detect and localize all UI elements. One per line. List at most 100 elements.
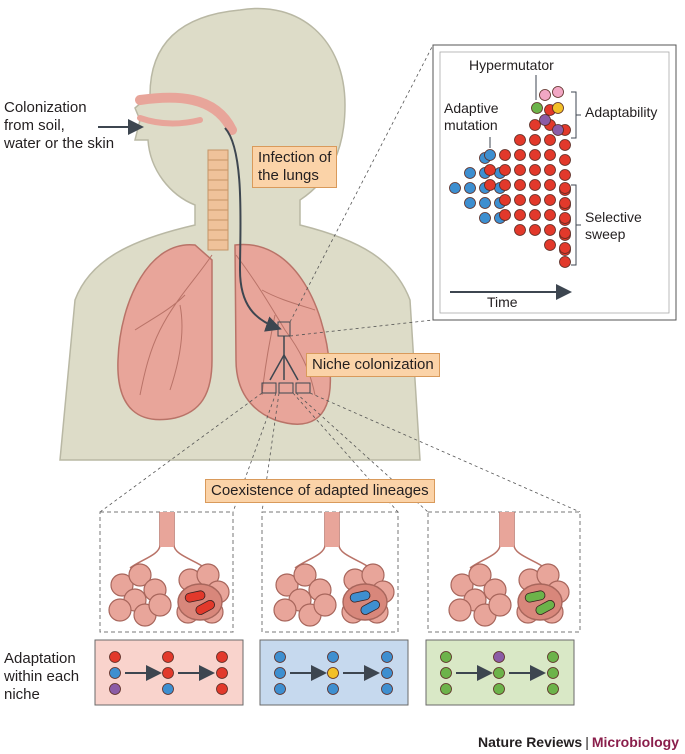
red-cell bbox=[559, 256, 571, 268]
time-label: Time bbox=[487, 294, 518, 310]
red-cell bbox=[529, 164, 541, 176]
alveolus bbox=[448, 598, 472, 622]
red-cell bbox=[559, 197, 571, 209]
red-cell bbox=[544, 224, 556, 236]
red-bacterium bbox=[195, 599, 215, 615]
blue-panel-cell bbox=[327, 651, 339, 663]
green-panel-cell bbox=[547, 683, 559, 695]
green-panel-cell bbox=[547, 651, 559, 663]
red-cell bbox=[514, 209, 526, 221]
infection-label: Infection of the lungs bbox=[252, 146, 338, 188]
alveolus bbox=[313, 593, 337, 617]
blue-bacterium bbox=[360, 599, 380, 615]
trachea bbox=[207, 149, 229, 251]
red-cell bbox=[559, 212, 571, 224]
blue-panel-cell bbox=[274, 683, 286, 695]
variant-cell bbox=[539, 114, 551, 126]
alveolus bbox=[450, 573, 474, 597]
alveolus bbox=[293, 563, 317, 587]
journal-section: Microbiology bbox=[591, 734, 679, 750]
red-cell bbox=[544, 194, 556, 206]
red-cell bbox=[514, 149, 526, 161]
red-cell bbox=[499, 209, 511, 221]
red-cell bbox=[544, 164, 556, 176]
blue-cell bbox=[464, 182, 476, 194]
niche-marker-2 bbox=[278, 382, 294, 394]
blue-panel-cell bbox=[274, 667, 286, 679]
journal-name: Nature Reviews bbox=[477, 734, 583, 750]
bronchiole-lumen bbox=[325, 512, 339, 547]
hypermutator-label: Hypermutator bbox=[469, 57, 554, 73]
red-cell bbox=[499, 179, 511, 191]
blue-panel-cell bbox=[381, 667, 393, 679]
inset-projection-lines bbox=[289, 44, 434, 337]
blue-bacterium bbox=[349, 590, 371, 603]
adaptability-label: Adaptability bbox=[585, 104, 658, 120]
green-panel-cell bbox=[440, 651, 452, 663]
blue-panel-cell bbox=[274, 651, 286, 663]
red-cell bbox=[544, 149, 556, 161]
selective-sweep-label: Selective sweep bbox=[585, 209, 642, 242]
adaptation-niche-label: Adaptation within each niche bbox=[4, 650, 80, 703]
blue-cell bbox=[464, 197, 476, 209]
infection-path-arrow bbox=[224, 127, 282, 332]
red-cell bbox=[559, 182, 571, 194]
blue-panel-cell bbox=[381, 651, 393, 663]
niche-colonization-label: Niche colonization bbox=[306, 353, 440, 377]
red-cell bbox=[544, 179, 556, 191]
credit-separator: | bbox=[585, 734, 589, 750]
alveolus bbox=[488, 593, 512, 617]
blue-cell bbox=[479, 197, 491, 209]
blue-cell bbox=[479, 212, 491, 224]
red-cell bbox=[514, 179, 526, 191]
left-lung bbox=[117, 244, 213, 421]
red-bacterium bbox=[184, 590, 206, 603]
green-panel-cell bbox=[493, 651, 505, 663]
red-cell bbox=[559, 154, 571, 166]
red-cell bbox=[499, 164, 511, 176]
red-cell bbox=[484, 164, 496, 176]
blue-panel-cell bbox=[327, 683, 339, 695]
red-cell bbox=[544, 239, 556, 251]
green-bacterium bbox=[535, 599, 555, 615]
red-cell bbox=[529, 179, 541, 191]
selective-sweep-bracket bbox=[571, 184, 581, 266]
airway-path bbox=[135, 92, 237, 135]
red-cell bbox=[514, 164, 526, 176]
green-bacterium bbox=[524, 590, 546, 603]
green-panel-cell bbox=[547, 667, 559, 679]
green-panel-cell bbox=[440, 667, 452, 679]
green-panel-cell bbox=[493, 683, 505, 695]
red-cell bbox=[529, 119, 541, 131]
alveolus bbox=[110, 573, 134, 597]
bronchiole-lumen bbox=[160, 512, 174, 547]
green-panel-cell bbox=[493, 667, 505, 679]
red-panel-cell bbox=[162, 651, 174, 663]
coexistence-label: Coexistence of adapted lineages bbox=[205, 479, 435, 503]
red-cell bbox=[499, 194, 511, 206]
alveolus bbox=[468, 563, 492, 587]
niche-branch-arrows bbox=[269, 336, 299, 381]
red-panel-cell bbox=[216, 667, 228, 679]
red-panel-cell bbox=[162, 683, 174, 695]
red-cell bbox=[529, 224, 541, 236]
red-cell bbox=[559, 242, 571, 254]
red-panel-cell bbox=[162, 667, 174, 679]
alveolus bbox=[108, 598, 132, 622]
red-panel-cell bbox=[216, 651, 228, 663]
alveolus bbox=[148, 593, 172, 617]
hypermutator-cell bbox=[531, 102, 543, 114]
red-cell bbox=[559, 169, 571, 181]
red-cell bbox=[514, 134, 526, 146]
niche-marker-1 bbox=[261, 382, 277, 394]
red-cell bbox=[559, 227, 571, 239]
variant-cell bbox=[552, 124, 564, 136]
red-panel-cell bbox=[109, 651, 121, 663]
adaptability-bracket bbox=[571, 91, 581, 139]
red-cell bbox=[484, 179, 496, 191]
variant-cell bbox=[552, 86, 564, 98]
red-cell bbox=[529, 134, 541, 146]
alveolus bbox=[273, 598, 297, 622]
red-cell bbox=[529, 209, 541, 221]
